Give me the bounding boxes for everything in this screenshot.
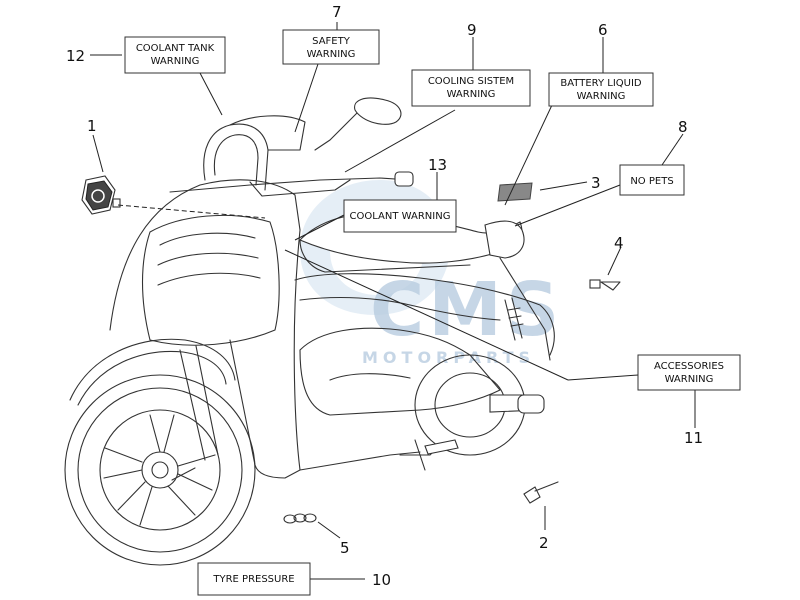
label-7-line1: SAFETY: [312, 36, 351, 47]
watermark-brand: CMS: [370, 267, 563, 353]
callout-number-13: 13: [428, 156, 447, 174]
callout-number-3: 3: [591, 174, 601, 192]
callout-numbers: 1 2 3 4 5 6 7 8 9 10 11 12 13: [66, 3, 703, 589]
watermark-subtitle: MOTORPARTS: [362, 348, 535, 367]
label-9-line1: COOLING SISTEM: [428, 76, 514, 87]
label-12-line2: WARNING: [151, 56, 200, 67]
callout-number-5: 5: [340, 539, 350, 557]
part-4-label: [589, 279, 621, 291]
label-6-line2: WARNING: [577, 91, 626, 102]
label-13-text: COOLANT WARNING: [350, 211, 451, 222]
part-1-badge: [81, 175, 121, 215]
label-box-8: NO PETS: [619, 164, 685, 196]
label-box-9: COOLING SISTEM WARNING: [411, 69, 531, 107]
callout-number-9: 9: [467, 21, 477, 39]
callout-number-2: 2: [539, 534, 549, 552]
label-12-line1: COOLANT TANK: [136, 43, 215, 54]
label-box-12: COOLANT TANK WARNING: [124, 36, 226, 74]
label-6-line1: BATTERY LIQUID: [560, 78, 642, 89]
label-9-line2: WARNING: [447, 89, 496, 100]
callout-number-12: 12: [66, 47, 85, 65]
callout-number-4: 4: [614, 234, 624, 252]
label-8-text: NO PETS: [630, 176, 673, 187]
part-2-rivet: [523, 481, 559, 504]
label-box-7: SAFETY WARNING: [282, 29, 380, 65]
label-7-line2: WARNING: [307, 49, 356, 60]
label-11-line2: WARNING: [665, 374, 714, 385]
callout-number-11: 11: [684, 429, 703, 447]
leader-lines: [90, 22, 696, 580]
callout-number-8: 8: [678, 118, 688, 136]
label-11-line1: ACCESSORIES: [654, 361, 724, 372]
part-3-label: [497, 182, 533, 202]
label-10-text: TYRE PRESSURE: [212, 574, 294, 585]
part-5-logos: [283, 513, 317, 524]
callout-number-7: 7: [332, 3, 342, 21]
callout-number-10: 10: [372, 571, 391, 589]
label-box-6: BATTERY LIQUID WARNING: [548, 72, 654, 107]
callout-number-6: 6: [598, 21, 608, 39]
scooter-illustration: [64, 97, 555, 566]
callout-number-1: 1: [87, 117, 97, 135]
label-box-11: ACCESSORIES WARNING: [637, 354, 741, 391]
label-box-13: COOLANT WARNING: [343, 199, 457, 233]
label-box-10: TYRE PRESSURE: [197, 562, 311, 596]
